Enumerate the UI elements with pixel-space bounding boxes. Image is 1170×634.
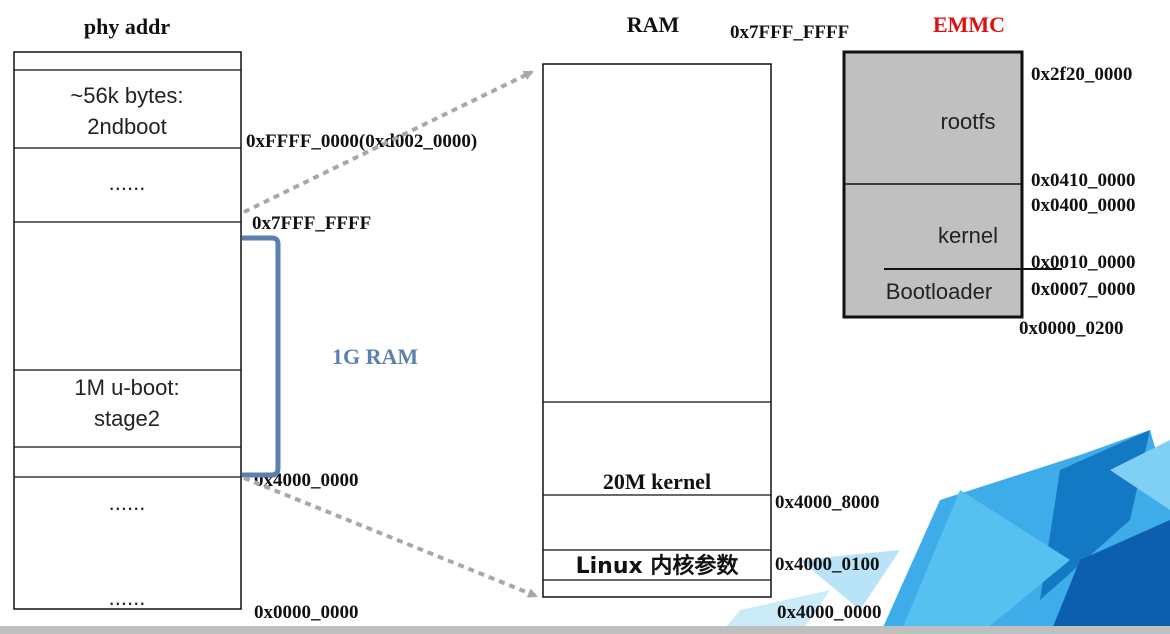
phy-addr-ffff: 0xFFFF_0000(0xd002_0000): [246, 131, 477, 152]
ram-addr-0000: 0x4000_0000: [777, 602, 882, 623]
phy-addr-0000: 0x0000_0000: [254, 602, 359, 623]
emmc-addr-0010: 0x0010_0000: [1031, 252, 1136, 273]
phy-cell-2ndboot-line2: 2ndboot: [87, 114, 167, 139]
ram-addr-0100: 0x4000_0100: [775, 554, 880, 575]
ram-box: [542, 63, 772, 598]
phy-addr-box: [13, 51, 242, 610]
ram-addr-8000: 0x4000_8000: [775, 492, 880, 513]
phy-cell-ellipsis-1: ......: [109, 170, 146, 195]
emmc-addr-0200: 0x0000_0200: [1019, 318, 1124, 339]
bottom-bar: [0, 626, 1170, 634]
ram-dividers: [543, 401, 771, 581]
emmc-addr-0400: 0x0400_0000: [1031, 195, 1136, 216]
phy-cell-2ndboot-line1: ~56k bytes:: [70, 83, 183, 108]
emmc-addr-0410: 0x0410_0000: [1031, 170, 1136, 191]
ram-kernel-label: 20M kernel: [603, 469, 711, 494]
phy-addr-title: phy addr: [84, 14, 170, 39]
phy-addr-4000: 0x4000_0000: [254, 470, 359, 491]
emmc-kernel-label: kernel: [938, 223, 998, 248]
phy-addr-dividers: [14, 69, 241, 478]
emmc-title: EMMC: [933, 12, 1005, 37]
phy-cell-ellipsis-2: ......: [109, 490, 146, 515]
emmc-addr-2f20: 0x2f20_0000: [1031, 64, 1132, 85]
ram-top-addr: 0x7FFF_FFFF: [730, 22, 849, 43]
emmc-bootloader-label: Bootloader: [886, 279, 992, 304]
phy-cell-ellipsis-3: ......: [109, 585, 146, 610]
bracket-label: 1G RAM: [332, 344, 418, 369]
ram-range-bracket: [242, 235, 281, 478]
map-arrow-bottom: [243, 476, 538, 598]
phy-cell-uboot-line1: 1M u-boot:: [74, 375, 179, 400]
ram-params-label: Linux 内核参数: [576, 553, 740, 579]
emmc-rootfs-label: rootfs: [940, 109, 995, 134]
ram-title: RAM: [627, 12, 680, 37]
phy-addr-7fff: 0x7FFF_FFFF: [252, 213, 371, 234]
decorative-blue-shapes: [720, 430, 1170, 634]
phy-cell-uboot-line2: stage2: [94, 406, 160, 431]
emmc-addr-0007: 0x0007_0000: [1031, 279, 1136, 300]
map-arrow-top: [243, 70, 534, 214]
